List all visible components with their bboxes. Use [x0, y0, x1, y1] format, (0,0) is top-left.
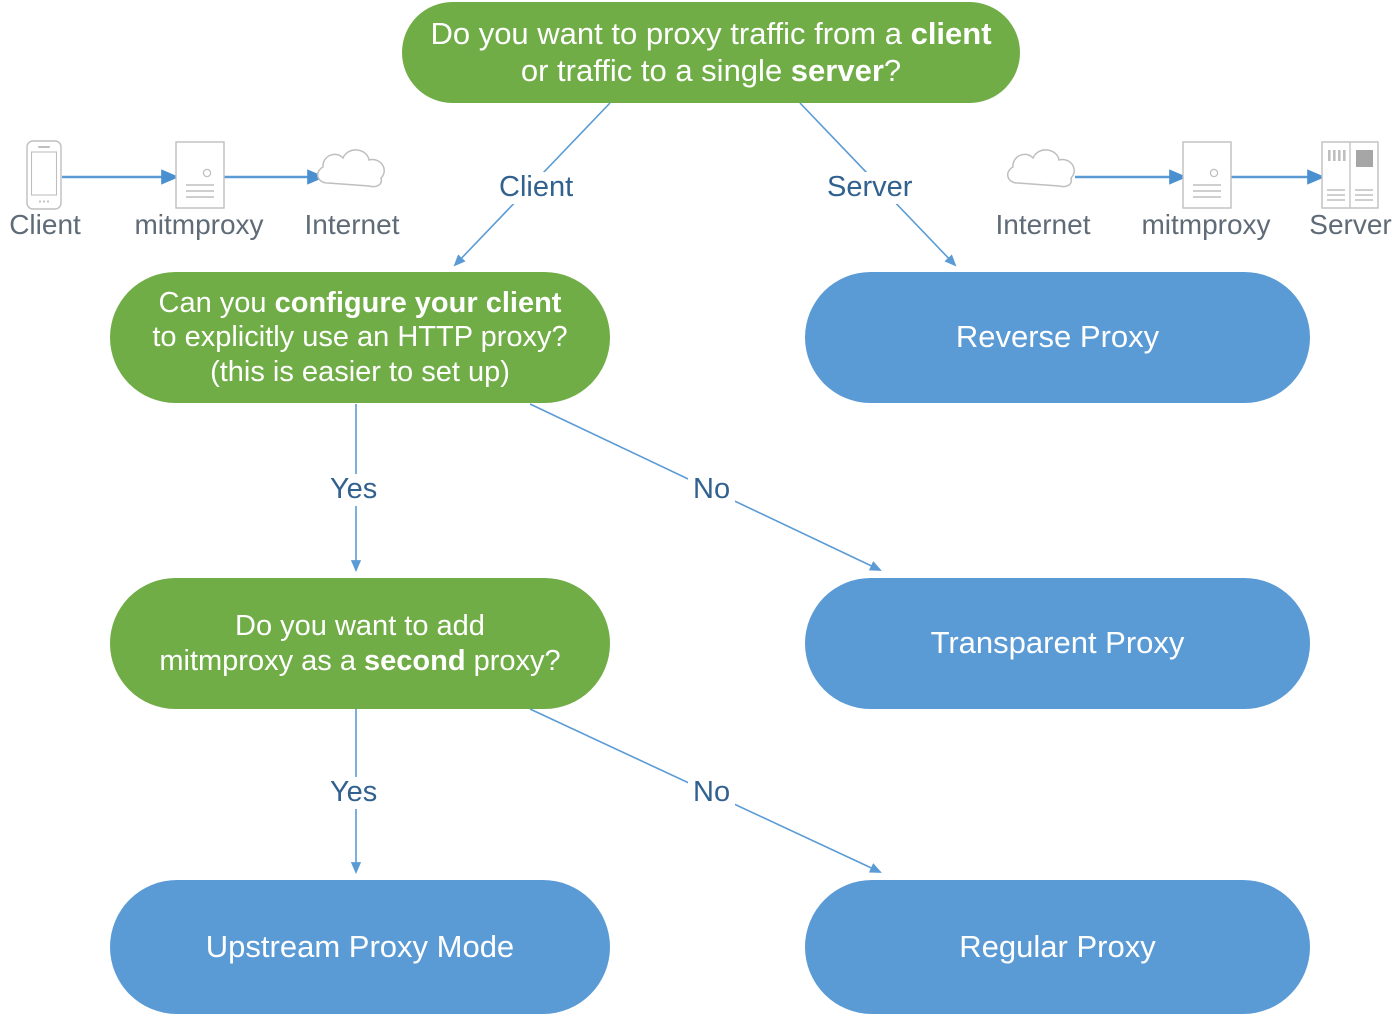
q1-line2-bold: server: [790, 52, 884, 88]
q3-line2-a: mitmproxy as a: [159, 644, 365, 677]
mini-right-label-mitmproxy: mitmproxy: [1141, 209, 1271, 240]
mini-left-label-client: Client: [9, 209, 81, 240]
phone-icon: [26, 140, 62, 210]
edge-label-yes-second-proxy: Yes: [325, 776, 383, 809]
q1-line2-c: ?: [883, 52, 902, 88]
document-icon: [1182, 141, 1232, 209]
cloud-icon: [316, 149, 385, 188]
outcome-node-transparent-proxy[interactable]: Transparent Proxy: [805, 578, 1310, 709]
q3-line1: Do you want to add: [235, 610, 485, 643]
outcome-node-regular-proxy[interactable]: Regular Proxy: [805, 880, 1310, 1014]
q1-line2-a: or traffic to a single: [520, 52, 791, 88]
outcome-node-reverse-proxy[interactable]: Reverse Proxy: [805, 272, 1310, 403]
document-icon: [175, 141, 225, 209]
mini-right-label-internet: Internet: [995, 209, 1091, 240]
edge-label-yes-configure: Yes: [325, 473, 383, 506]
outcome-node-regular-proxy-label: Regular Proxy: [959, 928, 1156, 964]
edge-label-server: Server: [822, 171, 918, 204]
q2-line2: to explicitly use an HTTP proxy?: [152, 321, 568, 354]
q2-line3: (this is easier to set up): [210, 355, 510, 388]
q3-line2-c: proxy?: [465, 644, 561, 677]
outcome-node-upstream-proxy-mode-label: Upstream Proxy Mode: [205, 928, 515, 964]
outcome-node-transparent-proxy-label: Transparent Proxy: [930, 625, 1185, 661]
q1-line1-a: Do you want to proxy traffic from a: [430, 15, 911, 51]
q1-line1-bold: client: [910, 15, 992, 51]
edge-label-client: Client: [494, 171, 579, 204]
decision-node-proxy-source-label: Do you want to proxy traffic from a clie…: [416, 16, 1005, 89]
q3-line2-bold: second: [364, 644, 466, 677]
mini-left-label-internet: Internet: [304, 209, 400, 240]
outcome-node-reverse-proxy-label: Reverse Proxy: [955, 319, 1160, 355]
q2-line1-bold: configure your client: [274, 287, 562, 320]
edge-label-no-second-proxy: No: [688, 776, 736, 809]
q2-line1-a: Can you: [158, 287, 275, 320]
outcome-node-upstream-proxy-mode[interactable]: Upstream Proxy Mode: [110, 880, 610, 1014]
mini-right-label-server: Server: [1309, 209, 1392, 240]
edge-label-no-configure: No: [688, 473, 736, 506]
mini-left-label-mitmproxy: mitmproxy: [134, 209, 264, 240]
server-rack-icon: [1321, 141, 1379, 209]
decision-node-proxy-source[interactable]: Do you want to proxy traffic from a clie…: [402, 2, 1020, 103]
cloud-icon: [1006, 149, 1075, 188]
